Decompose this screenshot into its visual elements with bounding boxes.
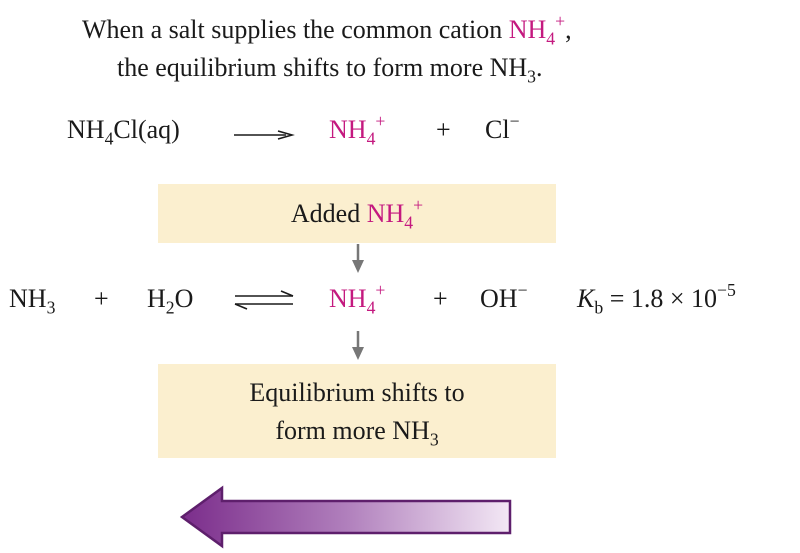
dissociation-reactant: NH4Cl(aq) — [67, 115, 180, 149]
caption-text-2: the equilibrium shifts to form more NH — [117, 53, 528, 82]
arrow-down-icon — [352, 244, 364, 273]
equilibrium-constant: Kb = 1.8 × 10−5 — [577, 280, 736, 318]
equilibrium-shift-box: Equilibrium shifts to form more NH3 — [158, 364, 556, 458]
reaction-arrow — [234, 130, 295, 140]
equilibrium-reactant-water: H2O — [147, 284, 194, 318]
caption-line-2: the equilibrium shifts to form more NH3. — [117, 53, 543, 86]
caption-line-1: When a salt supplies the common cation N… — [82, 11, 572, 49]
added-ammonium-box: Added NH4+ — [158, 184, 556, 243]
caption-text: When a salt supplies the common cation — [82, 15, 509, 44]
arrow-down-icon-2 — [352, 331, 364, 360]
caption-comma: , — [565, 15, 572, 44]
added-ammonium-label: Added NH4+ — [290, 195, 424, 233]
equilibrium-reactant-ammonia: NH3 — [9, 284, 56, 318]
equilibrium-product-hydroxide: OH− — [480, 280, 528, 313]
equilibrium-plus-1: + — [94, 284, 109, 313]
caption-sub: 3 — [527, 66, 537, 87]
equilibrium-plus-2: + — [433, 284, 448, 313]
caption-period: . — [536, 53, 543, 82]
dissociation-product-chloride: Cl− — [485, 111, 520, 144]
shift-box-line-1: Equilibrium shifts to — [249, 378, 465, 407]
dissociation-product-ammonium: NH4+ — [329, 111, 386, 149]
caption-ion: NH4+ — [508, 11, 566, 49]
dissociation-plus: + — [436, 115, 451, 144]
equilibrium-arrows-icon — [234, 290, 294, 310]
equilibrium-product-ammonium: NH4+ — [329, 280, 386, 318]
shift-left-arrow-icon — [179, 485, 512, 549]
shift-box-line-2: form more NH3 — [275, 416, 439, 450]
